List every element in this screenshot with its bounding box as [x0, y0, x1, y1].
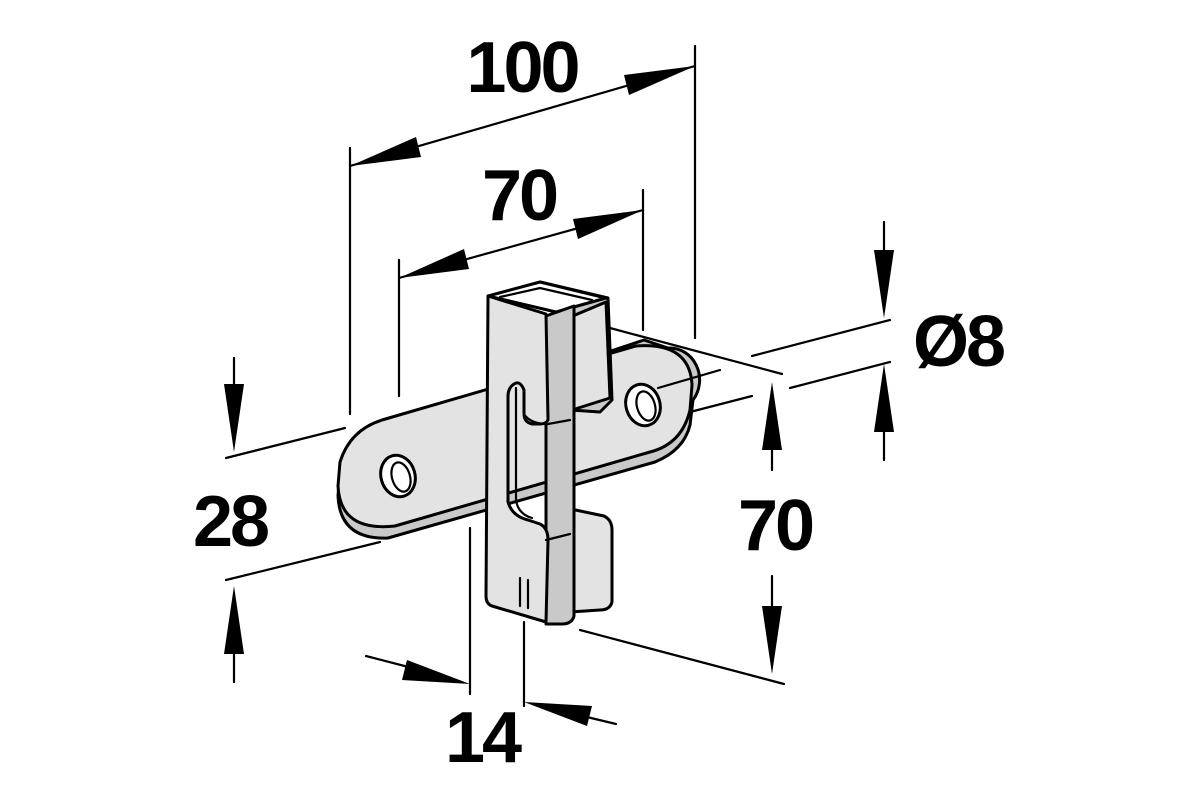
bracket-top-inner: [498, 286, 594, 302]
dimension-labels: 100 70 28 Ø8 70 14: [193, 28, 1007, 778]
hole-diameter-arrow-top: [874, 250, 894, 318]
bracket-side-wall: [544, 304, 576, 626]
right-hole-inner: [635, 390, 657, 422]
overall-width-arrow-left: [350, 137, 421, 166]
bracket-height-arrow-top: [762, 382, 782, 450]
hole-diameter-ext-top-2: [750, 318, 892, 358]
left-hole: [379, 453, 417, 499]
hole-diameter-arrow-bottom: [874, 364, 894, 432]
hole-spacing-arrow-right: [573, 210, 643, 239]
hole-diameter-ext-bottom-2: [788, 360, 892, 390]
slot-width-label: 14: [445, 698, 522, 778]
bracket-top-opening: [486, 280, 608, 314]
hole-diameter-ext-bottom: [688, 394, 754, 414]
hole-spacing-arrow-left: [399, 249, 469, 278]
slot-width-arrow-right: [524, 702, 592, 726]
bracket-height-label: 70: [738, 486, 813, 566]
right-hole: [624, 382, 662, 428]
plate-height-arrow-bottom: [224, 586, 244, 654]
plate-height-ext-top: [224, 426, 347, 460]
u-bracket: [484, 280, 614, 626]
hole-diameter-ext-top: [656, 368, 722, 390]
slot-width-arrow-left: [402, 660, 470, 684]
left-hole-inner: [390, 461, 412, 493]
bracket-slot: [514, 386, 534, 520]
bracket-height-arrow-bottom: [762, 606, 782, 674]
hole-diameter-label: Ø8: [913, 302, 1004, 382]
bracket-lower-slit: [518, 576, 530, 610]
plate-height-label: 28: [193, 482, 268, 562]
overall-width-arrow-right: [624, 66, 695, 95]
bracket-back-tab-lower: [564, 506, 614, 614]
dimension-lines: [224, 44, 894, 726]
bracket-height-ext-bottom: [578, 628, 786, 686]
bracket-height-ext-top: [608, 326, 784, 376]
plate-height-arrow-top: [224, 384, 244, 452]
bracket-inner-edge: [522, 412, 572, 542]
plate-height-ext-bottom: [224, 540, 382, 582]
hole-spacing-label: 70: [482, 156, 557, 236]
overall-width-label: 100: [466, 28, 578, 108]
